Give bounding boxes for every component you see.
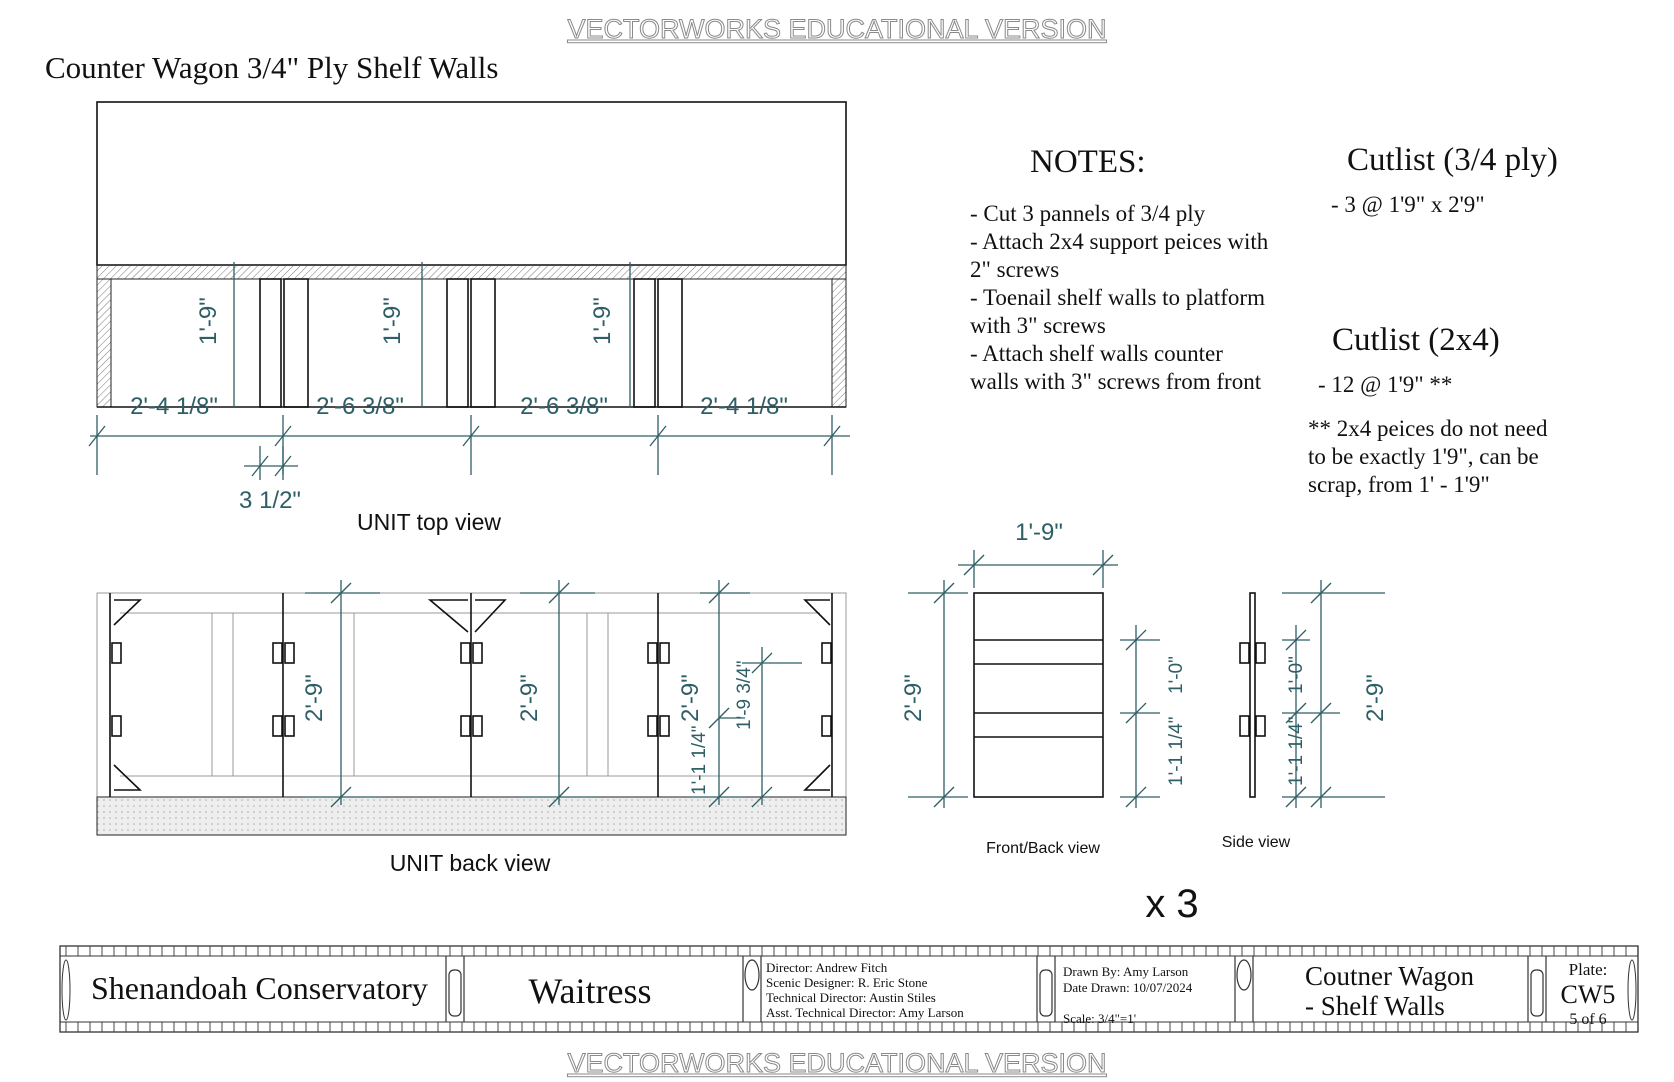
watermark-bottom: VECTORWORKS EDUCATIONAL VERSION	[567, 1048, 1106, 1078]
sheet-title-line-2: - Shelf Walls	[1305, 991, 1445, 1021]
notes-line-5: with 3" screws	[970, 313, 1106, 338]
top-width-dim-4: 2'-4 1/8"	[700, 393, 788, 420]
plate-label: Plate:	[1569, 960, 1608, 979]
side-view-caption: Side view	[1222, 834, 1291, 851]
front-width-dim: 1'-9"	[1015, 519, 1063, 546]
notes-block: NOTES: - Cut 3 pannels of 3/4 ply - Atta…	[970, 144, 1269, 394]
drawn-by: Drawn By: Amy Larson	[1063, 964, 1189, 979]
credit-line-1: Director: Andrew Fitch	[766, 960, 888, 975]
front-lower-dim: 1'-1 1/4"	[1166, 716, 1187, 786]
sheet-count: 5 of 6	[1569, 1011, 1606, 1028]
plate-number: CW5	[1561, 980, 1616, 1009]
title-block-divider-5	[1527, 956, 1547, 1022]
front-view-caption: Front/Back view	[986, 840, 1100, 857]
back-height-dim-1: 2'-9"	[301, 674, 328, 722]
unit-back-view: 2'-9" 2'-9" 2'-9" 1'-1 1/4" 1'-9 3/4" UN…	[96, 580, 847, 876]
cutlist-2x4: Cutlist (2x4) - 12 @ 1'9" ** ** 2x4 peic…	[1308, 322, 1548, 497]
front-height-dim: 2'-9"	[900, 674, 927, 722]
top-height-dim-3: 1'-9"	[589, 297, 616, 345]
date-drawn: Date Drawn: 10/07/2024	[1063, 980, 1193, 995]
top-width-dim-2: 2'-6 3/8"	[316, 393, 404, 420]
top-view-caption: UNIT top view	[357, 509, 501, 535]
credit-line-4: Asst. Technical Director: Amy Larson	[766, 1005, 964, 1020]
top-height-dim-1: 1'-9"	[195, 297, 222, 345]
front-back-view: 1'-9" 2'-9" 1'-0" 1'-1 1/4" Front/Back v…	[900, 519, 1187, 857]
side-upper-dim: 1'-0"	[1286, 656, 1307, 694]
notes-line-1: - Cut 3 pannels of 3/4 ply	[970, 201, 1206, 226]
side-lower-dim: 1'-1 1/4"	[1286, 716, 1307, 786]
cutlist-footnote-3: scrap, from 1' - 1'9"	[1308, 472, 1490, 497]
unit-top-view: 1'-9" 1'-9" 1'-9" 2'-4 1/8" 2'-6 3/8" 2'…	[88, 101, 850, 535]
watermark-top: VECTORWORKS EDUCATIONAL VERSION	[567, 14, 1106, 44]
title-block: Shenandoah Conservatory Waitress Directo…	[59, 945, 1639, 1033]
top-gap-dim: 3 1/2"	[239, 487, 301, 514]
cutlist-ply-heading: Cutlist (3/4 ply)	[1347, 142, 1558, 178]
notes-line-6: - Attach shelf walls counter	[970, 341, 1223, 366]
back-height-dim-2: 2'-9"	[516, 674, 543, 722]
notes-line-4: - Toenail shelf walls to platform	[970, 285, 1265, 310]
back-upper-dim: 1'-9 3/4"	[734, 660, 755, 730]
notes-line-3: 2" screws	[970, 257, 1059, 282]
back-lower-dim: 1'-1 1/4"	[689, 725, 710, 795]
title-block-left-scroll	[61, 959, 71, 1021]
cutlist-ply-item: - 3 @ 1'9" x 2'9"	[1331, 192, 1485, 217]
notes-line-7: walls with 3" screws from front	[970, 369, 1262, 394]
top-width-dim-1: 2'-4 1/8"	[130, 393, 218, 420]
sheet-title-line-1: Coutner Wagon	[1305, 961, 1475, 991]
back-view-caption: UNIT back view	[390, 850, 551, 876]
drawing-scale: Scale: 3/4"=1'	[1063, 1011, 1136, 1026]
school-name: Shenandoah Conservatory	[91, 970, 428, 1006]
cutlist-footnote-1: ** 2x4 peices do not need	[1308, 416, 1548, 441]
cutlist-2x4-item: - 12 @ 1'9" **	[1318, 372, 1452, 397]
notes-heading: NOTES:	[1030, 144, 1146, 180]
side-height-dim: 2'-9"	[1362, 674, 1389, 722]
show-name: Waitress	[528, 971, 651, 1011]
quantity-multiplier: x 3	[1145, 882, 1198, 926]
sheet-heading: Counter Wagon 3/4" Ply Shelf Walls	[45, 50, 498, 85]
title-block-divider-4	[1234, 956, 1254, 1022]
notes-line-2: - Attach 2x4 support peices with	[970, 229, 1269, 254]
top-height-dim-2: 1'-9"	[379, 297, 406, 345]
title-block-divider-1	[445, 956, 465, 1022]
credit-line-2: Scenic Designer: R. Eric Stone	[766, 975, 928, 990]
side-view: 1'-0" 1'-1 1/4" 2'-9" Side view	[1222, 580, 1389, 851]
front-upper-dim: 1'-0"	[1166, 656, 1187, 694]
cutlist-ply: Cutlist (3/4 ply) - 3 @ 1'9" x 2'9"	[1331, 142, 1558, 217]
credit-line-3: Technical Director: Austin Stiles	[766, 990, 936, 1005]
cutlist-2x4-heading: Cutlist (2x4)	[1332, 322, 1500, 358]
title-block-right-scroll	[1627, 959, 1637, 1021]
top-width-dim-3: 2'-6 3/8"	[520, 393, 608, 420]
title-block-divider-2	[742, 956, 762, 1022]
title-block-divider-3	[1036, 956, 1056, 1022]
back-height-dim-3: 2'-9"	[677, 674, 704, 722]
cutlist-footnote-2: to be exactly 1'9", can be	[1308, 444, 1539, 469]
